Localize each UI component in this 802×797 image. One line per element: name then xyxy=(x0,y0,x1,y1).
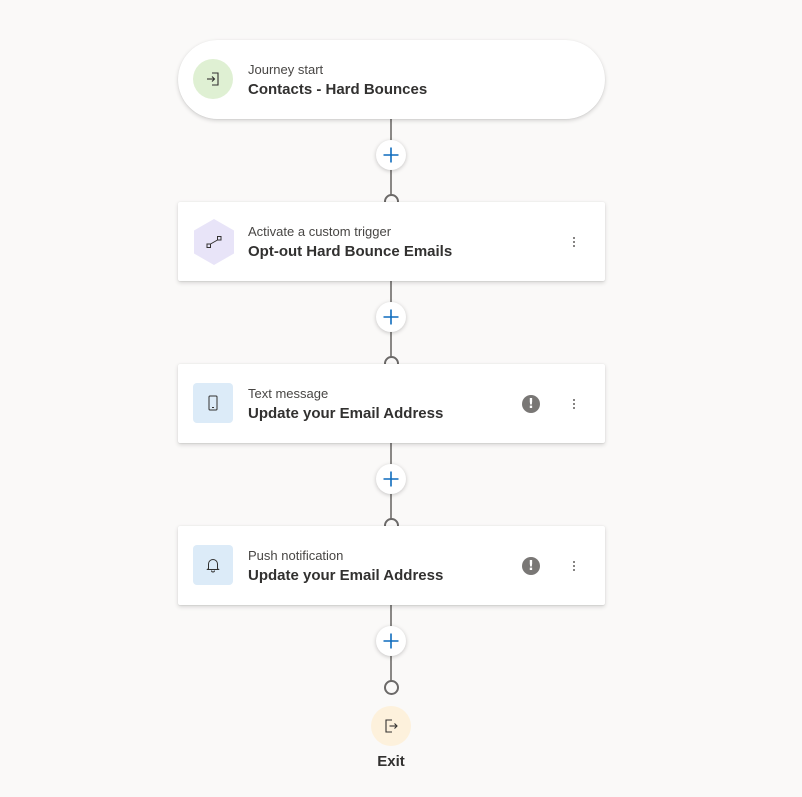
plus-icon xyxy=(383,471,399,487)
enter-icon xyxy=(193,59,233,99)
custom-trigger-card[interactable]: Activate a custom trigger Opt-out Hard B… xyxy=(178,202,605,281)
text-message-card[interactable]: Text message Update your Email Address ! xyxy=(178,364,605,443)
step-title: Update your Email Address xyxy=(248,567,444,584)
step-title: Opt-out Hard Bounce Emails xyxy=(248,243,453,260)
add-step-button[interactable] xyxy=(376,464,406,494)
step-subtitle: Text message xyxy=(248,386,329,401)
connector-node xyxy=(384,680,399,695)
more-options-button[interactable] xyxy=(568,231,580,253)
plus-icon xyxy=(383,633,399,649)
custom-trigger-icon xyxy=(192,218,236,266)
bell-icon xyxy=(193,545,233,585)
journey-start-title: Contacts - Hard Bounces xyxy=(248,81,428,98)
add-step-button[interactable] xyxy=(376,302,406,332)
warning-icon[interactable]: ! xyxy=(522,557,540,575)
add-step-button[interactable] xyxy=(376,140,406,170)
more-options-button[interactable] xyxy=(568,555,580,577)
journey-start-subtitle: Journey start xyxy=(248,62,324,77)
phone-icon xyxy=(193,383,233,423)
exit-icon[interactable] xyxy=(371,706,411,746)
exit-label: Exit xyxy=(377,753,405,770)
step-subtitle: Push notification xyxy=(248,548,344,563)
more-options-button[interactable] xyxy=(568,393,580,415)
add-step-button[interactable] xyxy=(376,626,406,656)
warning-icon[interactable]: ! xyxy=(522,395,540,413)
step-subtitle: Activate a custom trigger xyxy=(248,224,392,239)
journey-start-card[interactable]: Journey start Contacts - Hard Bounces xyxy=(178,40,605,119)
plus-icon xyxy=(383,309,399,325)
step-title: Update your Email Address xyxy=(248,405,444,422)
push-notification-card[interactable]: Push notification Update your Email Addr… xyxy=(178,526,605,605)
plus-icon xyxy=(383,147,399,163)
